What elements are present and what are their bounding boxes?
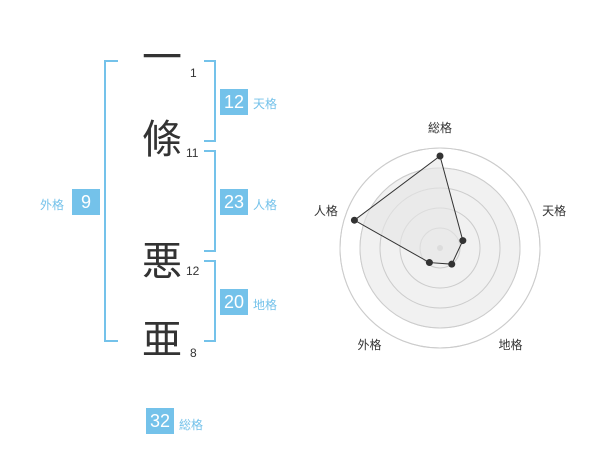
gaikaku-badge: 9 <box>72 189 100 215</box>
tenkaku-bracket <box>204 60 216 142</box>
name-char-3: 悪 <box>142 239 182 285</box>
jinkaku-bracket <box>204 150 216 252</box>
name-char-1: 一 <box>142 35 182 81</box>
chikaku-badge: 20 <box>220 289 248 315</box>
radar-axis-label-1: 総格 <box>428 120 452 135</box>
chikaku-bracket <box>204 260 216 342</box>
radar-axis-label-5: 人格 <box>314 203 338 218</box>
stroke-count-2: 11 <box>186 146 199 160</box>
radar-data-polygon <box>353 155 464 265</box>
soukaku-label: 総格 <box>179 418 204 432</box>
radar-point-4 <box>425 259 433 267</box>
gaikaku-bracket <box>104 60 118 342</box>
name-char-4: 亜 <box>142 317 182 363</box>
gaikaku-label: 外格 <box>40 198 65 212</box>
tenkaku-badge: 12 <box>220 89 248 115</box>
radar-point-3 <box>448 260 456 268</box>
soukaku-badge: 32 <box>146 408 174 434</box>
radar-point-5 <box>350 216 358 224</box>
chikaku-label: 地格 <box>253 298 278 312</box>
radar-axis-label-2: 天格 <box>542 203 566 218</box>
radar-grid-ring-line <box>339 147 541 349</box>
stroke-count-3: 12 <box>186 264 200 278</box>
jinkaku-label: 人格 <box>253 198 278 212</box>
stroke-count-4: 8 <box>190 346 197 360</box>
radar-point-2 <box>459 237 467 245</box>
stroke-count-1: 1 <box>190 66 197 80</box>
radar-axis-label-4: 外格 <box>357 337 381 352</box>
radar-point-1 <box>436 152 444 160</box>
radar-axis-label-3: 地格 <box>499 337 523 352</box>
name-char-2: 條 <box>142 117 182 163</box>
tenkaku-label: 天格 <box>253 97 278 111</box>
jinkaku-badge: 23 <box>220 189 248 215</box>
